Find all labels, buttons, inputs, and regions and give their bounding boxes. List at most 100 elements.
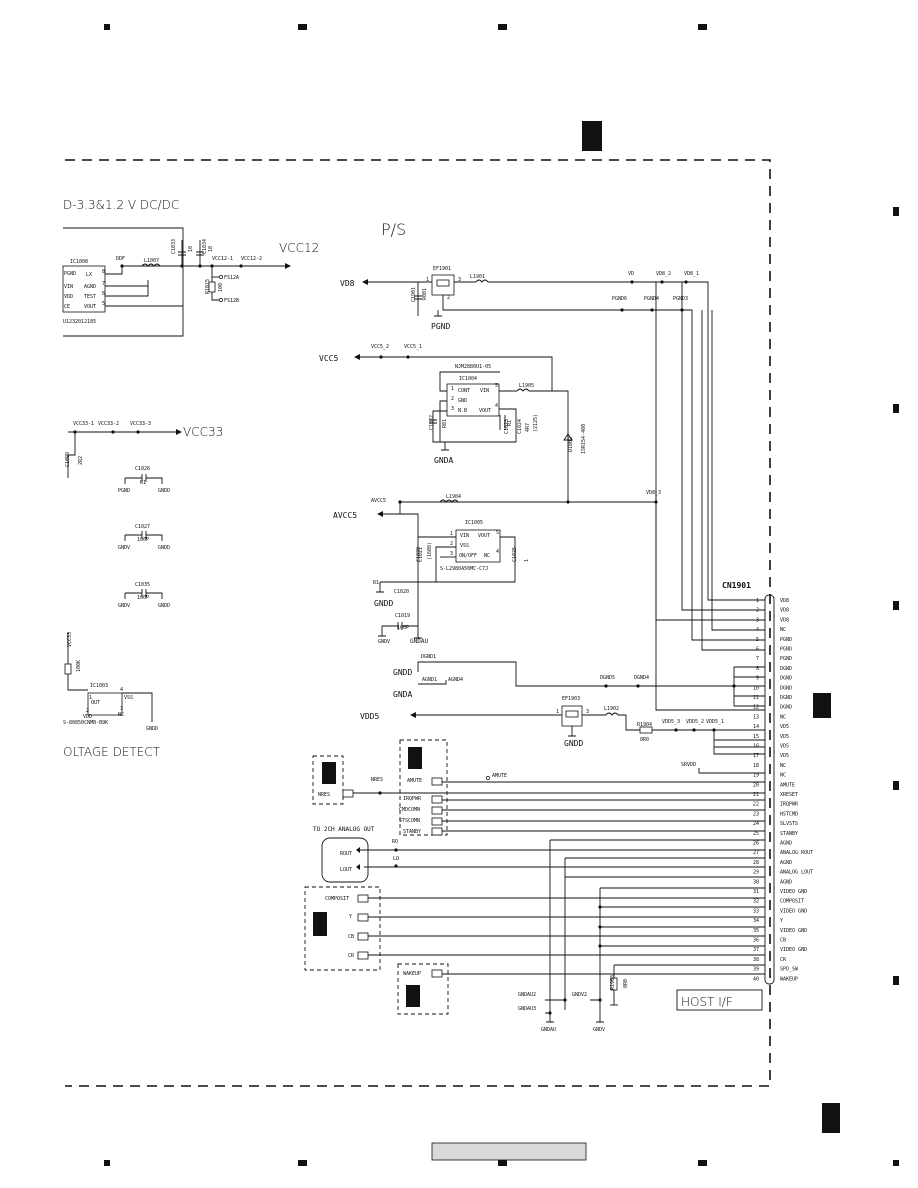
svg-text:GNDV: GNDV: [118, 545, 130, 551]
svg-text:AMUTE: AMUTE: [492, 773, 507, 779]
svg-text:FS12A: FS12A: [224, 275, 239, 281]
svg-text:1: 1: [450, 531, 453, 537]
svg-text:NRES: NRES: [371, 777, 383, 783]
connector-pin-number: 13: [753, 714, 759, 720]
connector-pin-name: AGND: [780, 860, 792, 866]
connector-pin-number: 27: [753, 850, 759, 856]
svg-text:L1007: L1007: [144, 258, 159, 264]
svg-text:L1905: L1905: [519, 383, 534, 389]
svg-text:S-L2980A50MC-C7J: S-L2980A50MC-C7J: [440, 566, 488, 572]
svg-text:VCC33: VCC33: [67, 632, 73, 647]
connector-pin-name: SLVSTS: [780, 821, 798, 827]
svg-text:1: 1: [451, 386, 454, 392]
svg-text:(1608): (1608): [427, 542, 433, 560]
svg-text:2R2: 2R2: [78, 456, 84, 465]
svg-text:3: 3: [586, 709, 589, 715]
svg-text:Y: Y: [349, 914, 352, 920]
host-if-box: [676, 989, 763, 1011]
svg-text:RO: RO: [392, 839, 398, 845]
video-signals: COMPOSIT Y CB CR: [304, 886, 765, 1010]
connector-pin-number: 18: [753, 763, 759, 769]
svg-text:2: 2: [450, 541, 453, 547]
svg-text:VSS: VSS: [460, 543, 469, 549]
svg-text:CONT: CONT: [458, 388, 470, 394]
svg-text:NRES: NRES: [318, 792, 330, 798]
svg-text:C1020: C1020: [394, 589, 409, 595]
connector-pin-name: VD5: [780, 753, 789, 759]
connector-pin-number: 37: [753, 947, 759, 953]
svg-text:R1: R1: [140, 480, 146, 486]
svg-text:100P: 100P: [137, 537, 149, 543]
svg-text:GNDD: GNDD: [158, 603, 170, 609]
svg-text:PGND: PGND: [118, 488, 130, 494]
svg-text:VD8: VD8: [340, 279, 355, 288]
svg-text:DGND1: DGND1: [421, 654, 436, 660]
connector-pin-number: 28: [753, 860, 759, 866]
svg-text:VCC5_2: VCC5_2: [371, 344, 389, 350]
svg-text:D1002: D1002: [568, 437, 574, 452]
svg-text:NC: NC: [118, 712, 124, 718]
svg-text:LOUT: LOUT: [340, 867, 352, 873]
connector-body: [764, 594, 775, 985]
svg-text:DDF: DDF: [116, 256, 125, 262]
svg-text:GNDAU: GNDAU: [410, 638, 428, 645]
connector-pin-number: 14: [753, 724, 759, 730]
svg-text:CMDCOMN: CMDCOMN: [399, 807, 420, 813]
connector-pin-number: 29: [753, 870, 759, 876]
svg-text:R1903: R1903: [610, 975, 616, 990]
svg-text:VIN: VIN: [64, 284, 73, 290]
connector-pin-name: STANBY: [780, 831, 798, 837]
svg-text:L1901: L1901: [470, 274, 485, 280]
svg-text:AVCC5: AVCC5: [333, 511, 357, 520]
bottom-grounds: GNDAU2 GNDAU3 GNDAU GNDV2 GNDV: [518, 992, 605, 1033]
svg-text:PGND6: PGND6: [612, 296, 627, 302]
connector-pin-number: 4: [756, 627, 759, 633]
svg-text:IC1003: IC1003: [90, 683, 108, 689]
connector-pin-name: NC: [780, 714, 786, 720]
svg-text:VCC12-1: VCC12-1: [212, 256, 233, 262]
connector-pin-name: CB: [780, 938, 786, 944]
svg-text:GNDV: GNDV: [118, 603, 130, 609]
svg-text:C1024: C1024: [517, 419, 523, 434]
svg-text:3: 3: [458, 277, 461, 283]
connector-pin-number: 31: [753, 889, 759, 895]
connector-pin-name: AGND: [780, 841, 792, 847]
connector-pin-name: WAKEUP: [780, 976, 798, 982]
host-if-title: HOST I/F: [681, 995, 733, 1009]
svg-text:GNDD: GNDD: [146, 726, 158, 732]
svg-text:VDD: VDD: [64, 294, 73, 300]
svg-text:VCC33-3: VCC33-3: [130, 421, 151, 427]
svg-text:DGND5: DGND5: [600, 675, 615, 681]
connector-pin-name: VD5: [780, 734, 789, 740]
svg-text:AGND: AGND: [84, 284, 96, 290]
vcc5-regulator: VCC5 VCC5_2 VCC5_1 NJM2880U1-05 IC1004 1…: [319, 344, 587, 502]
connector-pin-number: 39: [753, 967, 759, 973]
svg-text:R001: R001: [422, 288, 428, 300]
svg-text:LO: LO: [393, 856, 399, 862]
svg-text:VD8_3: VD8_3: [646, 490, 661, 496]
connector-pin-number: 3: [756, 617, 759, 623]
svg-text:(2125): (2125): [533, 414, 539, 432]
section-tab-top: [582, 121, 602, 151]
connector-pin-number: 17: [753, 753, 759, 759]
svg-text:C1025: C1025: [512, 547, 518, 562]
svg-text:4R7: 4R7: [525, 423, 531, 432]
ic1008-part: U1232012185: [63, 319, 96, 325]
svg-text:PGND: PGND: [64, 271, 76, 277]
svg-text:7: 7: [102, 281, 105, 287]
svg-text:GNDD: GNDD: [158, 488, 170, 494]
connector-pin-number: 19: [753, 773, 759, 779]
svg-text:IC1005: IC1005: [465, 520, 483, 526]
svg-text:2: 2: [447, 295, 450, 301]
svg-text:VDD: VDD: [83, 714, 92, 720]
connector-pin-number: 12: [753, 705, 759, 711]
svg-text:VCC33-2: VCC33-2: [98, 421, 119, 427]
svg-text:GNDAU3: GNDAU3: [518, 1006, 536, 1012]
svg-text:C1019: C1019: [395, 613, 410, 619]
svg-text:VDD5: VDD5: [360, 712, 379, 721]
svg-text:VD8_2: VD8_2: [656, 271, 671, 277]
svg-text:1SR154-400: 1SR154-400: [581, 424, 587, 454]
connector-pin-number: 9: [756, 676, 759, 682]
connector-pin-name: VD8: [780, 608, 789, 614]
